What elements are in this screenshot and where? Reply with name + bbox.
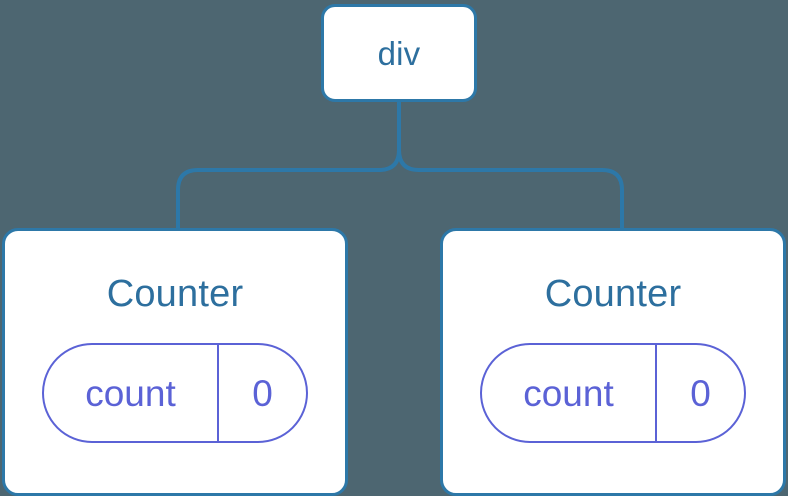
edge-div-to-counter-right: [397, 100, 624, 232]
state-value-left: 0: [252, 372, 273, 414]
state-pill-left[interactable]: count 0: [42, 343, 308, 443]
node-div[interactable]: div: [321, 4, 477, 102]
state-key-left: count: [44, 345, 219, 441]
node-counter-left[interactable]: Counter count 0: [2, 228, 348, 496]
node-counter-left-label: Counter: [106, 273, 244, 315]
node-counter-right-label: Counter: [544, 273, 682, 315]
state-value-right: 0: [690, 372, 711, 414]
node-counter-right[interactable]: Counter count 0: [440, 228, 786, 496]
node-div-label: div: [377, 34, 421, 72]
state-pill-right[interactable]: count 0: [480, 343, 746, 443]
state-key-right: count: [482, 345, 657, 441]
edge-div-to-counter-left: [176, 100, 401, 232]
